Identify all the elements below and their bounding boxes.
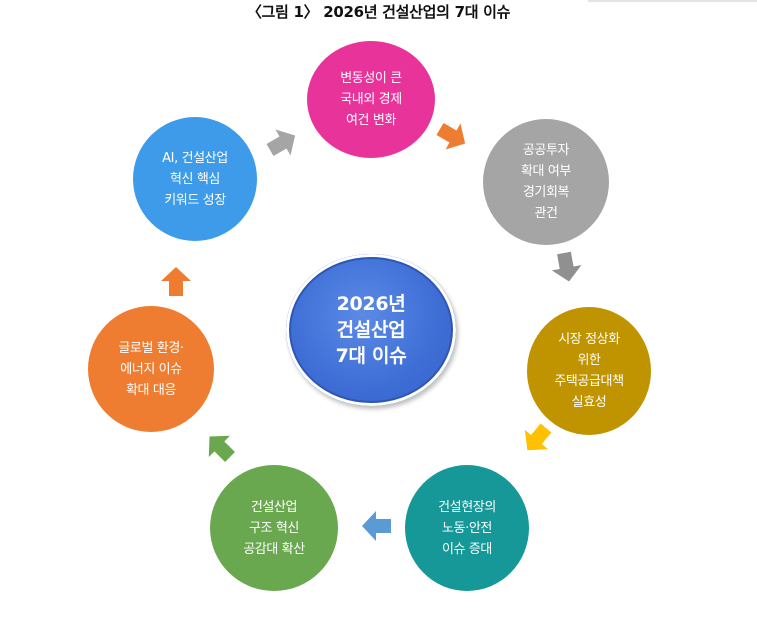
issue-node-site-labor-safety: 건설현장의 노동·안전 이슈 증대 xyxy=(405,465,529,591)
arrow-7-icon xyxy=(266,129,296,157)
arrow-3-icon xyxy=(524,423,552,451)
figure-caption: 〈그림 1〉 2026년 건설산업의 7대 이슈 xyxy=(246,3,511,21)
issue-node-ai-growth: AI, 건설산업 혁신 핵심 키워드 성장 xyxy=(133,117,257,241)
arrow-6-icon xyxy=(161,267,191,296)
corner-divider xyxy=(588,0,757,2)
arrow-5-icon xyxy=(208,435,235,462)
issue-node-public-investment: 공공투자 확대 여부 경기회복 관건 xyxy=(483,119,609,245)
issue-node-housing-market: 시장 정상화 위한 주택공급대책 실효성 xyxy=(527,307,651,435)
arrow-4-icon xyxy=(362,511,391,541)
issue-node-global-environment: 글로벌 환경· 에너지 이슈 확대 대응 xyxy=(88,306,214,432)
arrow-1-icon xyxy=(436,122,466,150)
arrow-2-icon xyxy=(551,251,582,282)
issue-node-economy: 변동성이 큰 국내외 경제 여건 변화 xyxy=(307,41,435,158)
issue-node-structure-innovation: 건설산업 구조 혁신 공감대 확산 xyxy=(210,465,338,591)
center-topic: 2026년 건설산업 7대 이슈 xyxy=(286,254,456,406)
